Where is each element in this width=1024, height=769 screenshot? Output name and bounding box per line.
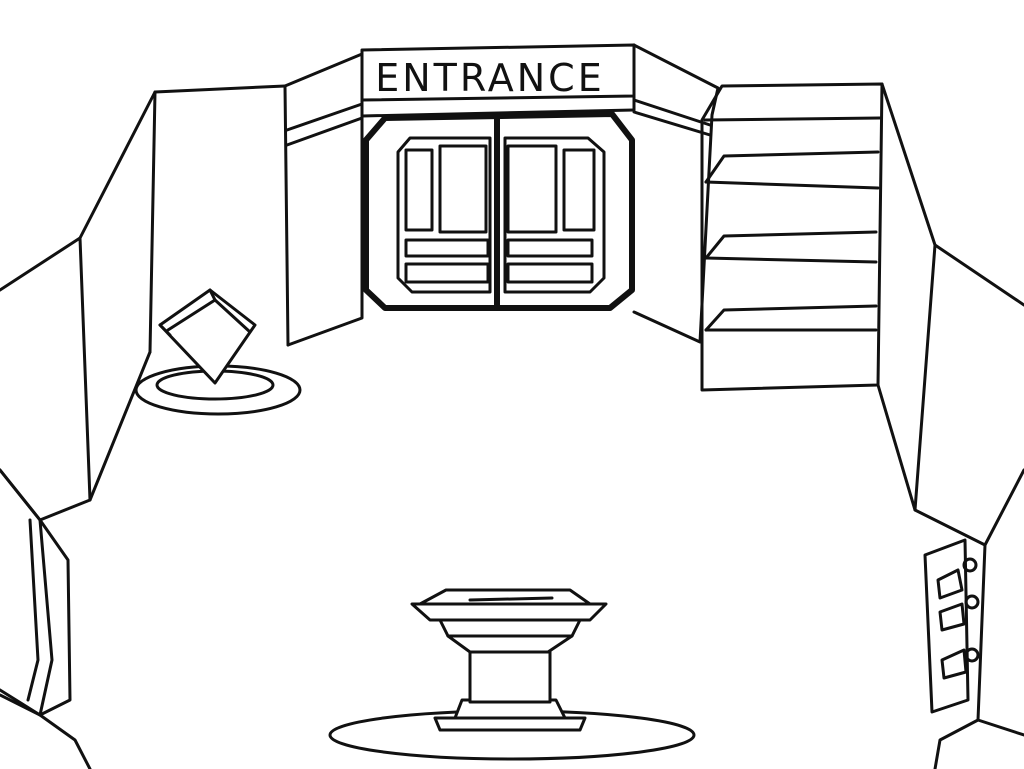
entrance-sign: ENTRANCE: [360, 43, 636, 118]
left-wall: [0, 84, 290, 769]
floating-cube[interactable]: [134, 288, 302, 416]
entrance-door[interactable]: [363, 111, 635, 311]
shelf-unit: [700, 82, 884, 392]
back-wall-right: [632, 43, 720, 344]
back-wall-left: [283, 52, 364, 347]
entrance-sign-label: ENTRANCE: [375, 56, 604, 100]
wall-control-panel[interactable]: [923, 538, 980, 714]
right-wall: [876, 82, 1024, 769]
pedestal[interactable]: [328, 588, 696, 761]
